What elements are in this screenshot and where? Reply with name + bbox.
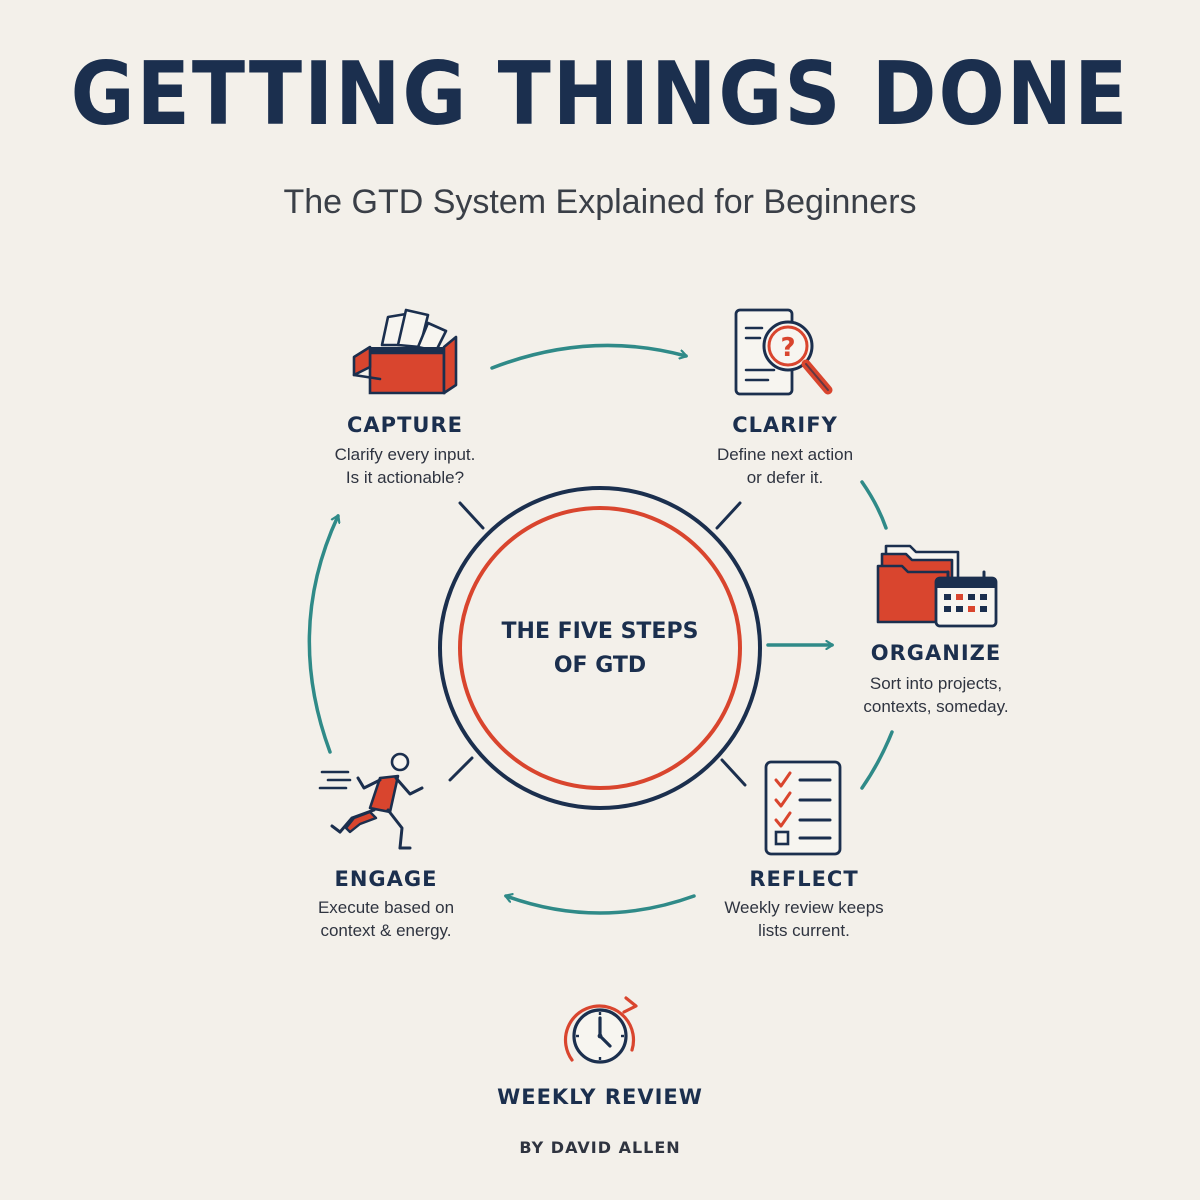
connector-tick-reflect [720, 758, 747, 787]
step-desc-reflect-line1: Weekly review keeps [724, 898, 884, 917]
page-title: GETTING THINGS DONE [70, 44, 1130, 146]
center-label: THE FIVE STEPS OF GTD [470, 615, 730, 683]
step-desc-clarify-line2: or defer it. [746, 468, 824, 487]
connector-tick-clarify [715, 501, 742, 530]
step-desc-organize-line2: contexts, someday. [863, 697, 1009, 716]
step-desc-engage-line1: Execute based on [317, 898, 455, 917]
arrow-engage-to-capture [307, 516, 338, 754]
arrow-reflect-to-engage [506, 896, 696, 915]
step-desc-clarify-line1: Define next action [716, 445, 854, 464]
center-ring-inner [458, 506, 742, 790]
center-ring-outer [438, 486, 762, 810]
step-desc-engage-line2: context & energy. [320, 921, 452, 940]
step-desc-capture: Clarify every input. Is it actionable? [275, 443, 535, 489]
magnifier-question-icon: ? [734, 308, 833, 396]
arrow-capture-to-clarify [490, 343, 686, 370]
step-name-engage: ENGAGE [334, 867, 438, 891]
connector-tick-engage [448, 756, 474, 782]
inbox-tray-icon [352, 308, 458, 395]
checklist-icon [764, 760, 842, 856]
step-name-organize: ORGANIZE [870, 641, 1002, 665]
page-subtitle: The GTD System Explained for Beginners [283, 183, 917, 221]
arc-clarify-to-organize [860, 480, 888, 530]
step-desc-capture-line1: Clarify every input. [334, 445, 476, 464]
step-desc-organize-line1: Sort into projects, [869, 674, 1003, 693]
step-name-clarify: CLARIFY [732, 413, 838, 437]
center-label-line2: OF GTD [553, 653, 647, 678]
running-person-icon [318, 752, 424, 850]
step-desc-reflect-line2: lists current. [758, 921, 850, 940]
weekly-review-label: WEEKLY REVIEW [497, 1085, 703, 1109]
step-name-reflect: REFLECT [749, 867, 859, 891]
step-desc-organize: Sort into projects, contexts, someday. [806, 672, 1066, 718]
step-desc-reflect: Weekly review keeps lists current. [674, 896, 934, 942]
folder-calendar-icon [876, 544, 998, 628]
step-name-capture: CAPTURE [347, 413, 463, 437]
arc-organize-to-reflect [860, 730, 894, 790]
author-credit: BY DAVID ALLEN [519, 1138, 681, 1157]
clock-refresh-icon [563, 996, 638, 1064]
svg-text:?: ? [780, 333, 795, 363]
connector-tick-capture [458, 501, 485, 530]
step-desc-capture-line2: Is it actionable? [345, 468, 465, 487]
step-desc-clarify: Define next action or defer it. [655, 443, 915, 489]
center-label-line1: THE FIVE STEPS [501, 619, 699, 644]
step-desc-engage: Execute based on context & energy. [256, 896, 516, 942]
